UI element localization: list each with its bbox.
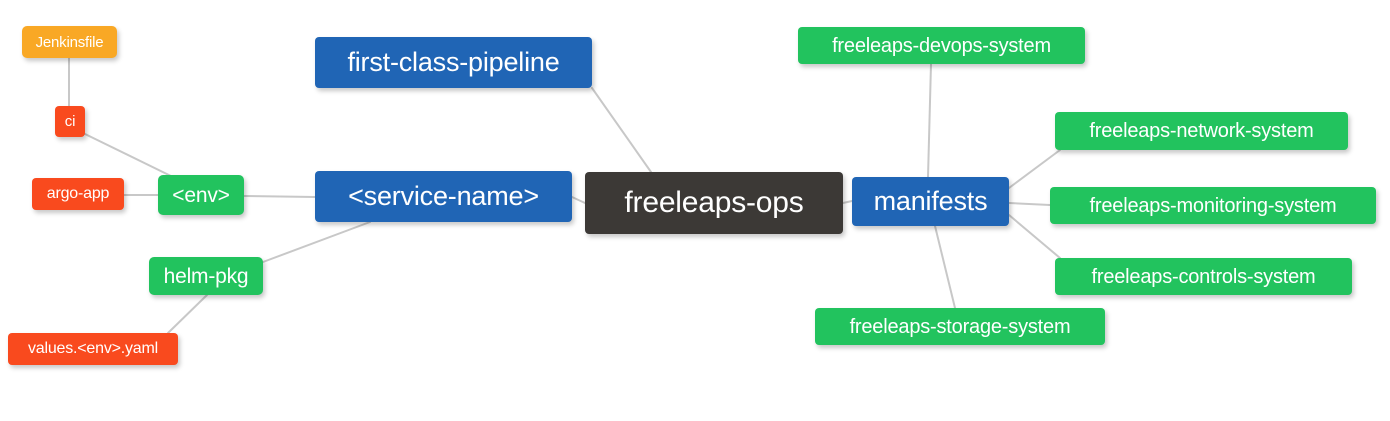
node-helm-pkg[interactable]: helm-pkg [149,257,263,295]
node-ci[interactable]: ci [55,106,85,137]
node-service-name[interactable]: <service-name> [315,171,572,222]
node-first-class-pipeline[interactable]: first-class-pipeline [315,37,592,88]
edge-helm-pkg-to-values-env-yaml [167,294,208,334]
node-freeleaps-monitoring-system[interactable]: freeleaps-monitoring-system [1050,187,1376,224]
edge-freeleaps-ops-to-service-name [571,196,586,204]
edge-freeleaps-ops-to-first-class-pipeline [591,87,652,173]
node-jenkinsfile[interactable]: Jenkinsfile [22,26,117,58]
edge-service-name-to-env [243,195,316,198]
edge-freeleaps-ops-to-manifests [842,200,853,204]
edge-manifests-to-freeleaps-network-system [1008,149,1061,189]
node-argo-app[interactable]: argo-app [32,178,124,210]
node-freeleaps-network-system[interactable]: freeleaps-network-system [1055,112,1348,150]
node-freeleaps-ops[interactable]: freeleaps-ops [585,172,843,234]
node-freeleaps-devops-system[interactable]: freeleaps-devops-system [798,27,1085,64]
edge-manifests-to-freeleaps-devops-system [927,63,932,178]
node-freeleaps-controls-system[interactable]: freeleaps-controls-system [1055,258,1352,295]
edge-manifests-to-freeleaps-monitoring-system [1008,202,1051,206]
edge-manifests-to-freeleaps-storage-system [934,225,956,309]
node-values-env-yaml[interactable]: values.<env>.yaml [8,333,178,365]
node-env[interactable]: <env> [158,175,244,215]
node-freeleaps-storage-system[interactable]: freeleaps-storage-system [815,308,1105,345]
edge-service-name-to-helm-pkg [262,221,371,263]
edge-env-to-ci [84,133,176,179]
node-manifests[interactable]: manifests [852,177,1009,226]
